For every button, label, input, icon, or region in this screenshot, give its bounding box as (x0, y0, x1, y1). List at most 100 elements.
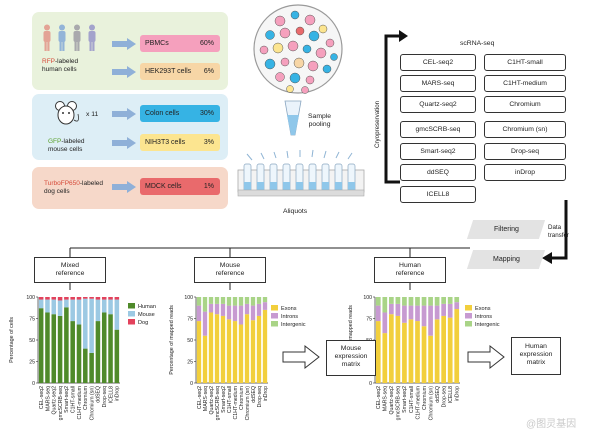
bar-segment-introns (238, 305, 244, 325)
bar-segment-intergenic (441, 297, 447, 304)
x-tick-label: MARS-seq (383, 386, 389, 411)
x-tick-label: MARS-seq (45, 386, 51, 411)
bar-segment-intergenic (434, 297, 440, 306)
x-tick-label: C1HT-small (409, 386, 415, 413)
bar-segment-intergenic (256, 297, 262, 304)
bar-segment-exons (244, 314, 250, 383)
bar-segment-human (83, 348, 88, 383)
bar-segment-dog (108, 297, 113, 300)
bar-segment-exons (256, 315, 262, 383)
method-box: Smart-seq2 (400, 143, 476, 160)
bar-segment-dog (64, 297, 69, 300)
method-box: inDrop (484, 164, 566, 181)
x-tick-label: MARS-seq (203, 386, 209, 411)
bar-segment-mouse (70, 299, 75, 322)
bar-segment-introns (214, 303, 220, 315)
x-tick-label: C1HT-medium (233, 386, 239, 419)
method-box: C1HT-medium (484, 75, 566, 92)
legend-label: Mouse (138, 312, 155, 318)
y-tick-label: 0 (32, 381, 35, 387)
bar-segment-introns (232, 305, 238, 322)
y-tick-label: 100 (26, 295, 35, 301)
arrow-right-icon (112, 108, 136, 120)
bar-segment-intergenic (388, 297, 394, 304)
aliquot-drops (246, 149, 353, 161)
bar-segment-intergenic (208, 297, 214, 304)
cryopreservation-bracket (384, 30, 408, 184)
data-transfer-label: Data transfer (548, 224, 569, 239)
x-tick-label: inDrop (455, 386, 461, 401)
bar-segment-exons (402, 322, 407, 383)
bar-segment-intergenic (382, 297, 388, 313)
arrow-right-icon (112, 137, 136, 149)
data-transfer-bracket (542, 200, 568, 264)
y-tick-label: 50 (187, 338, 193, 344)
mouse-reference-box: Mouse reference (194, 257, 266, 283)
x-tick-label: Smart-seq2 (402, 386, 408, 413)
human-expression-matrix: Human expression matrix (511, 337, 561, 375)
bar-segment-human (38, 308, 44, 383)
method-box: ddSEQ (400, 164, 476, 181)
bar-segment-intergenic (402, 297, 407, 306)
bar-segment-introns (434, 305, 440, 320)
x-tick-label: inDrop (115, 386, 121, 401)
x-tick-label: Drop-seq (102, 386, 108, 407)
arrow-right-icon (112, 181, 136, 193)
bar-segment-intergenic (428, 297, 433, 306)
bar-segment-exons (395, 315, 401, 383)
bar-segment-exons (226, 319, 232, 383)
bar-segment-intergenic (262, 297, 268, 303)
bar-segment-human (51, 314, 57, 383)
bar-segment-introns (256, 303, 262, 316)
cell-pool-dish-icon (253, 4, 343, 94)
bar-segment-exons (421, 326, 427, 383)
legend-label: Intergenic (475, 322, 500, 328)
aliquot-tubes-icon (237, 163, 365, 197)
bar-segment-exons (428, 335, 433, 383)
x-tick-label: Smart-seq2 (221, 386, 227, 413)
bar-segment-exons (454, 309, 460, 383)
human-figures-icon (43, 24, 96, 51)
bar-segment-introns (428, 305, 433, 336)
y-tick-label: 100 (363, 295, 372, 301)
bar-segment-dog (89, 297, 94, 299)
bar-segment-intergenic (454, 297, 460, 303)
bar-segment-exons (214, 314, 220, 383)
bar-segment-mouse (95, 299, 101, 322)
mixed-reference-box: Mixed reference (34, 257, 106, 283)
bar-segment-introns (208, 303, 214, 313)
bar-segment-exons (408, 319, 414, 383)
method-box: ICELL8 (400, 186, 476, 203)
y-tick-label: 75 (29, 316, 35, 322)
bar-segment-introns (196, 305, 202, 322)
y-tick-label: 75 (187, 316, 193, 322)
bar-segment-introns (226, 305, 232, 320)
x-tick-label: Chromium (sn) (89, 386, 95, 421)
bar-segment-exons (238, 324, 244, 383)
bar-segment-human (101, 312, 107, 383)
legend-label: Introns (475, 314, 492, 320)
watermark: @图灵基因 (526, 419, 577, 430)
pipette-tip-icon (284, 100, 302, 136)
legend-label: Introns (281, 314, 298, 320)
arrow-right-icon (112, 66, 136, 78)
bar-segment-intergenic (395, 297, 401, 304)
x-tick-label: Quartz-seq2 (209, 386, 215, 415)
y-tick-label: 0 (369, 381, 372, 387)
bar-segment-introns (382, 312, 388, 334)
x-tick-label: C1HT-medium (77, 386, 83, 419)
bar-segment-mouse (114, 299, 120, 330)
x-tick-label: CEL-seq2 (376, 386, 382, 409)
bar-segment-exons (250, 320, 256, 383)
bar-segment-intergenic (421, 297, 427, 306)
bar-segment-human (114, 329, 120, 383)
legend-swatch (465, 305, 472, 311)
bar-segment-introns (262, 302, 268, 310)
mouse-expression-matrix: Mouse expression matrix (326, 340, 376, 376)
legend-label: Human (138, 304, 156, 310)
x-tick-label: inDrop (263, 386, 269, 401)
scrnaseq-label: scRNA-seq (460, 40, 495, 47)
bar-segment-intergenic (214, 297, 220, 304)
bar-segment-human (64, 307, 69, 383)
